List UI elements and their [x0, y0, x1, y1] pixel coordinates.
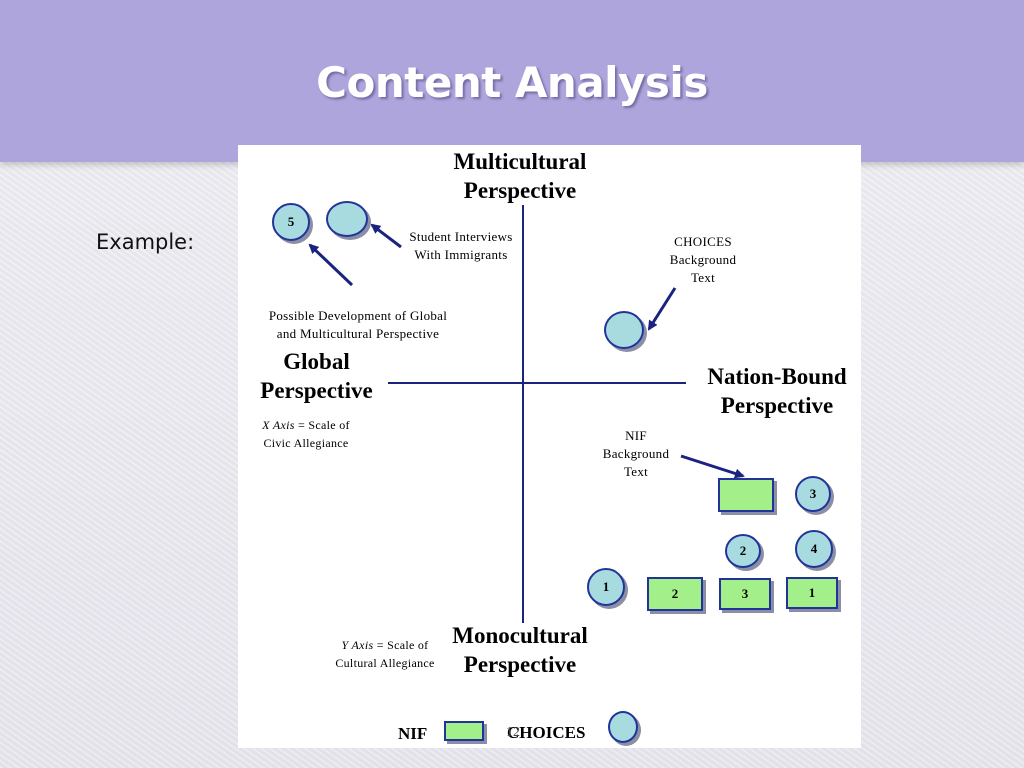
y-axis-note: Y Axis = Scale of Cultural Allegiance: [335, 638, 435, 670]
axis-label-top: Multicultural Perspective: [453, 149, 587, 203]
annotation-choices-background: CHOICES Background Text: [669, 234, 737, 285]
legend-nif-label: NIF: [398, 724, 428, 743]
x-axis-note: X Axis = Scale of Civic Allegiance: [262, 418, 350, 450]
example-label: Example:: [96, 230, 195, 254]
x-axis-line: [388, 382, 686, 384]
circle-5: 5: [272, 203, 310, 241]
circle-3: 3: [795, 476, 831, 512]
arrow-to-nif-rect: [680, 454, 745, 479]
annotation-student-interviews: Student Interviews With Immigrants: [409, 229, 513, 262]
rect-1: 1: [786, 577, 838, 609]
circle-student-interviews: [326, 201, 368, 237]
annotation-nif-background: NIF Background Text: [602, 428, 670, 479]
title-banner: [0, 0, 1024, 162]
page-number: 12: [506, 725, 520, 740]
legend-choices-circle: [608, 711, 638, 743]
slide-title: Content Analysis: [316, 58, 708, 107]
legend-choices-label: CHOICES: [507, 723, 586, 742]
y-axis-line: [522, 205, 524, 623]
axis-label-bottom: Monocultural Perspective: [452, 623, 588, 677]
circle-1: 1: [587, 568, 625, 606]
legend-nif-rect: [444, 721, 484, 741]
annotation-possible-development: Possible Development of Global and Multi…: [268, 308, 448, 341]
diagram-panel: Multicultural Perspective Monocultural P…: [238, 145, 861, 748]
axis-label-right: Nation-Bound Perspective: [707, 364, 847, 418]
rect-2: 2: [647, 577, 703, 611]
rect-3: 3: [719, 578, 771, 610]
circle-choices-background: [604, 311, 644, 349]
arrow-to-interviews-circle: [370, 223, 402, 249]
arrow-to-choices-circle: [647, 287, 677, 331]
circle-2: 2: [725, 534, 761, 568]
circle-4: 4: [795, 530, 833, 568]
rect-nif-background: [718, 478, 774, 512]
arrow-to-circle-5: [308, 243, 354, 287]
axis-label-left: Global Perspective: [260, 349, 373, 403]
arrows-layer: [308, 223, 745, 479]
